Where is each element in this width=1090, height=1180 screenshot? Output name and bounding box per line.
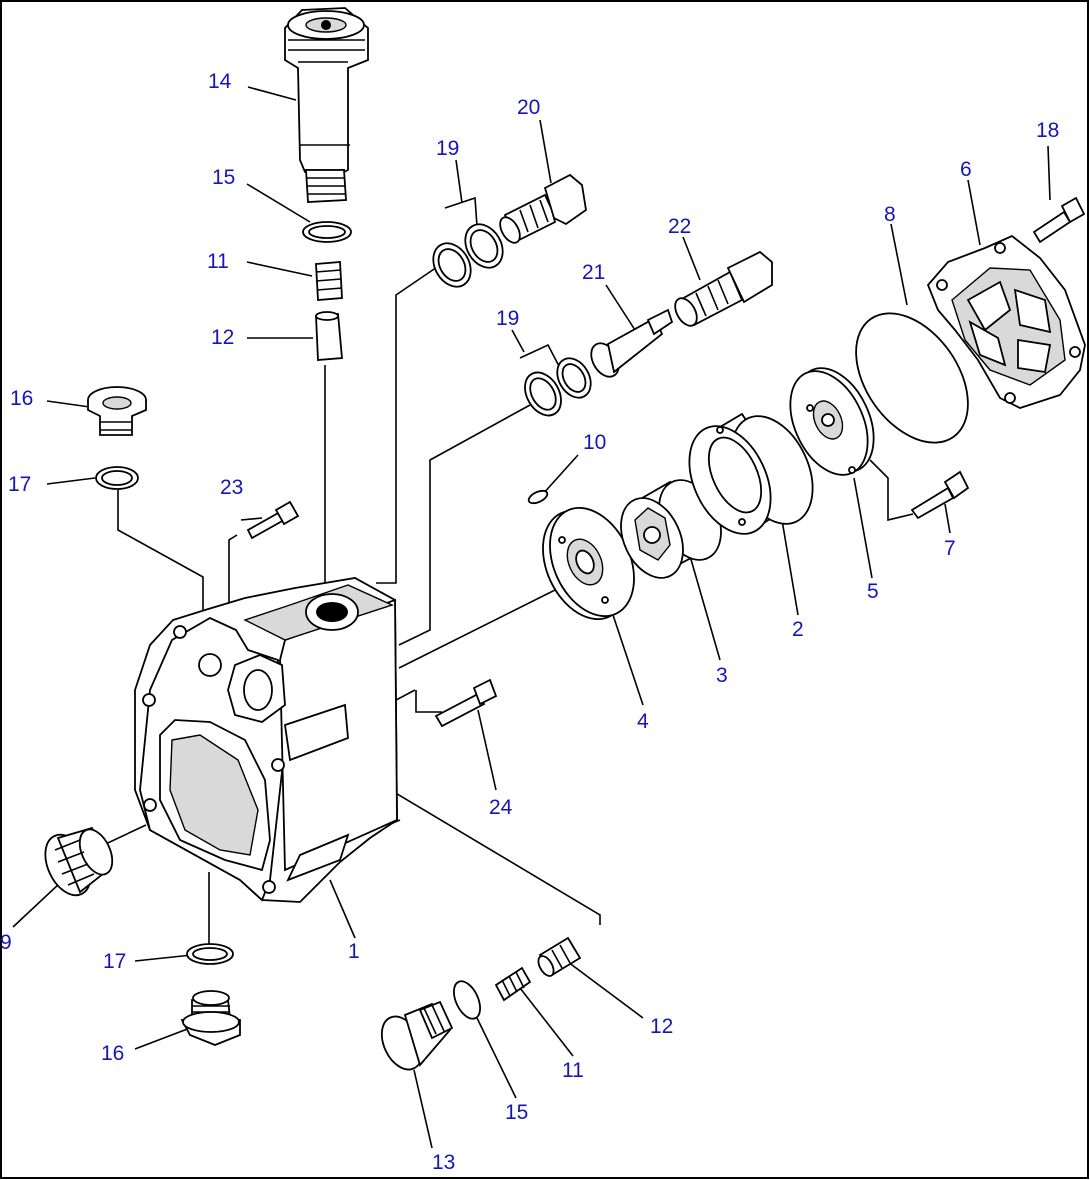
callout-15-lower: 15 — [505, 1101, 528, 1124]
callout-23: 23 — [220, 476, 243, 499]
callout-1: 1 — [348, 940, 360, 963]
callout-24: 24 — [489, 796, 513, 819]
callout-16-top: 16 — [10, 387, 33, 410]
callout-18: 18 — [1036, 119, 1059, 142]
plate-part-4 — [542, 507, 635, 620]
callout-12-lower: 12 — [650, 1015, 673, 1038]
callout-9: 9 — [0, 931, 12, 954]
callout-3: 3 — [716, 664, 728, 687]
callout-6: 6 — [960, 158, 972, 181]
plug-part-9 — [44, 826, 114, 897]
bolt-part-23 — [246, 500, 300, 540]
pin-part-10 — [527, 489, 549, 505]
plate-part-5 — [789, 367, 875, 476]
spring-11-lower — [494, 966, 532, 1002]
o-ring-part-8 — [855, 312, 969, 444]
bolt-part-24 — [434, 678, 498, 728]
spring-11-top — [315, 261, 343, 301]
seal-ring-15-lower — [453, 980, 481, 1020]
seal-rings-19-top — [432, 223, 504, 288]
callout-11-top: 11 — [207, 250, 229, 273]
filter-part-14 — [284, 7, 369, 203]
valve-part-21 — [590, 308, 674, 378]
seal-ring-15-top — [302, 221, 352, 243]
housing-part-1 — [134, 577, 398, 903]
bolt-part-7 — [910, 470, 970, 520]
cover-part-6 — [926, 234, 1086, 409]
callout-17-top: 17 — [8, 473, 31, 496]
callout-16-lower: 16 — [101, 1042, 124, 1065]
leader-lines — [12, 86, 1051, 1149]
seal-ring-17-lower — [186, 943, 234, 965]
callout-13: 13 — [432, 1151, 455, 1174]
callout-17-lower: 17 — [103, 950, 126, 973]
callout-7: 7 — [944, 537, 956, 560]
valve-12-lower — [537, 936, 582, 977]
seal-ring-17-top — [95, 466, 139, 490]
bolt-part-18 — [1032, 196, 1086, 244]
callout-19-lower: 19 — [496, 307, 519, 330]
plug-part-16-top — [87, 386, 147, 436]
callout-19-top: 19 — [436, 137, 459, 160]
plug-part-16-lower — [180, 990, 241, 1046]
callout-labels: 1 2 3 4 5 6 7 8 9 10 11 11 12 12 13 14 1… — [0, 70, 1059, 1174]
fitting-part-20 — [499, 173, 587, 244]
callout-8: 8 — [884, 203, 896, 226]
seal-rings-19-lower — [524, 357, 592, 417]
callout-4: 4 — [637, 710, 649, 733]
callout-10: 10 — [583, 431, 606, 454]
callout-14: 14 — [208, 70, 232, 93]
callout-5: 5 — [867, 580, 879, 603]
callout-22: 22 — [668, 215, 691, 238]
cam-ring-part-2 — [688, 412, 814, 535]
valve-12-top — [315, 311, 343, 361]
callout-12-top: 12 — [211, 326, 234, 349]
callout-21: 21 — [582, 261, 605, 284]
callout-11-lower: 11 — [562, 1059, 584, 1082]
plug-part-13 — [380, 1000, 454, 1071]
fitting-part-22 — [674, 250, 773, 327]
callout-2: 2 — [792, 618, 804, 641]
callout-20: 20 — [517, 96, 540, 119]
callout-15-top: 15 — [212, 166, 235, 189]
